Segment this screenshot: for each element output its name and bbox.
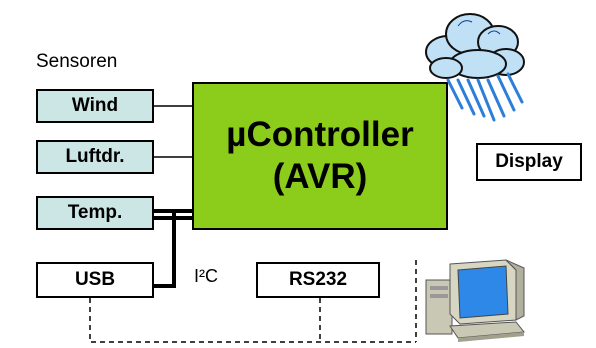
sensor-wind: Wind <box>36 89 154 123</box>
controller-subtitle: (AVR) <box>272 157 368 196</box>
usb-dashed-link <box>89 298 416 343</box>
controller-block: µController (AVR) <box>192 82 448 230</box>
rain-cloud-icon <box>425 13 525 122</box>
i2c-label: I²C <box>194 266 218 286</box>
controller-title: µController <box>226 115 414 154</box>
sensor-temp: Temp. <box>36 196 154 230</box>
sensors-heading: Sensoren <box>36 51 118 72</box>
usb-box: USB <box>36 262 154 298</box>
sensor-luftdr: Luftdr. <box>36 140 154 174</box>
rs232-box: RS232 <box>256 262 380 298</box>
i2c-bus-line <box>154 211 176 288</box>
display-box: Display <box>476 143 582 181</box>
computer-icon <box>425 259 525 342</box>
